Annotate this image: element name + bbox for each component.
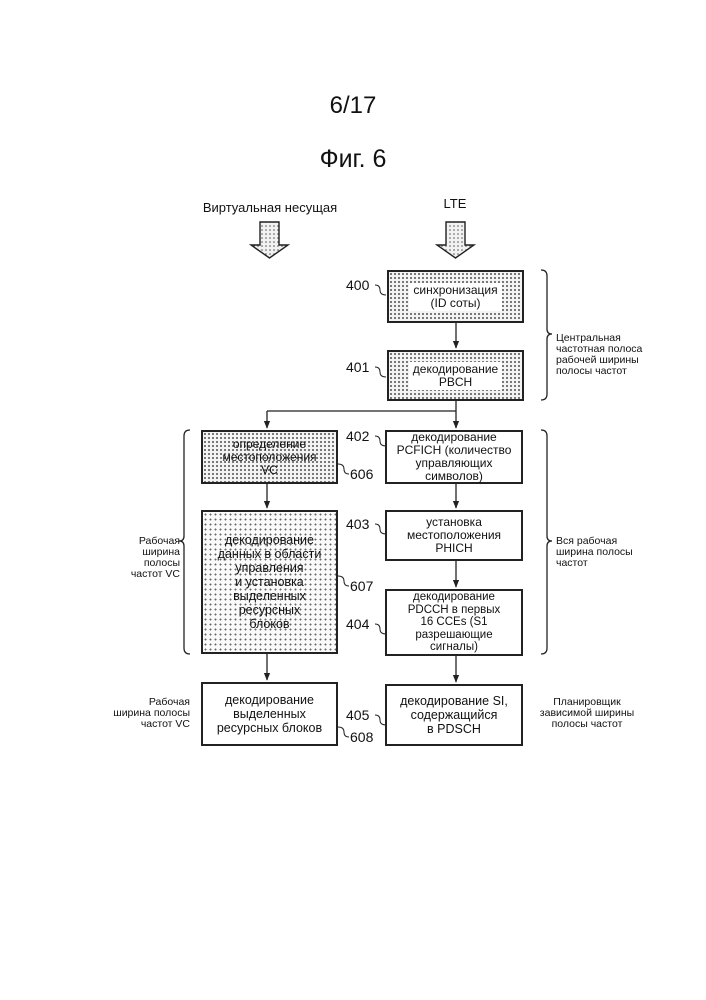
si-decode-box: декодирование SI, содержащийся в PDSCH [385,684,523,746]
vc-band-left-label: Рабочая ширина полосы частот VC [108,536,180,580]
control-region-decode-box: декодирование данных в области управлени… [201,510,338,654]
pbch-decode-box: декодирование PBCH [387,350,524,401]
phich-location-box: установка местоположения PHICH [385,510,523,561]
sync-box: синхронизация (ID соты) [387,270,524,323]
ref-402: 402 [346,428,369,444]
allocated-rb-decode-box: декодирование выделенных ресурсных блоко… [201,682,338,746]
virtual-carrier-down-arrow [251,222,288,258]
ref-400: 400 [346,277,369,293]
pcfich-decode-label: декодирование PCFICH (количество управля… [393,430,516,484]
central-band-label: Центральная частотная полоса рабочей шир… [556,333,642,377]
ref-401: 401 [346,359,369,375]
ref-608: 608 [350,729,373,745]
vc-location-box: определение местоположения VC [201,430,338,484]
ref-606: 606 [350,466,373,482]
pdcch-decode-box: декодирование PDCCH в первых 16 CCEs (S1… [385,589,523,656]
full-band-label: Вся рабочая ширина полосы частот [556,536,633,569]
brace-full-band [541,430,552,654]
pcfich-decode-box: декодирование PCFICH (количество управля… [385,430,523,484]
control-region-decode-label: декодирование данных в области управлени… [214,532,326,632]
sync-box-label: синхронизация (ID соты) [409,283,501,311]
lte-down-arrow [437,222,474,258]
vc-band-bottom-label: Рабочая ширина полосы частот VC [108,697,190,730]
si-decode-label: декодирование SI, содержащийся в PDSCH [396,693,512,737]
ref-404: 404 [346,616,369,632]
pdcch-decode-label: декодирование PDCCH в первых 16 CCEs (S1… [387,590,521,655]
scheduler-label: Планировщик зависимой ширины полосы част… [532,697,642,730]
vc-location-label: определение местоположения VC [218,437,320,478]
ref-607: 607 [350,578,373,594]
ref-403: 403 [346,516,369,532]
allocated-rb-decode-label: декодирование выделенных ресурсных блоко… [213,692,326,736]
phich-location-label: установка местоположения PHICH [403,515,505,556]
brace-central-band [541,270,552,400]
pbch-decode-label: декодирование PBCH [409,362,502,390]
ref-405: 405 [346,707,369,723]
brace-vc-band [179,430,190,654]
